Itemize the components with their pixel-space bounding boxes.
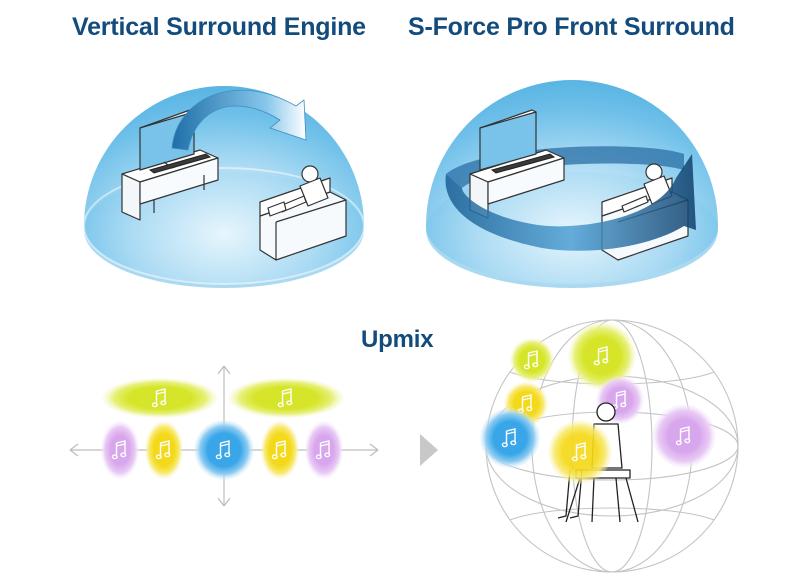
ear-layer-bubbles [101,420,343,480]
upmix-title: Upmix [361,326,434,353]
front-sound-bubbles [480,408,612,484]
upmix-speaker-layout [69,365,379,507]
television [479,109,537,171]
sofa-with-listener [259,165,347,261]
front-surround-dome-scene [426,80,718,288]
chevron-right-icon [420,434,438,466]
s-force-pro-front-surround-title: S-Force Pro Front Surround [408,13,735,41]
upmix-sphere-scene [480,319,739,573]
soundbar [490,153,556,174]
vertical-surround-engine-title: Vertical Surround Engine [72,13,366,41]
vertical-surround-dome-scene [83,86,365,288]
soundbar [148,153,212,174]
height-layer-bubbles [102,378,344,418]
vertical-sound-arrow [171,89,307,151]
surround-ring-arrow [445,154,696,251]
